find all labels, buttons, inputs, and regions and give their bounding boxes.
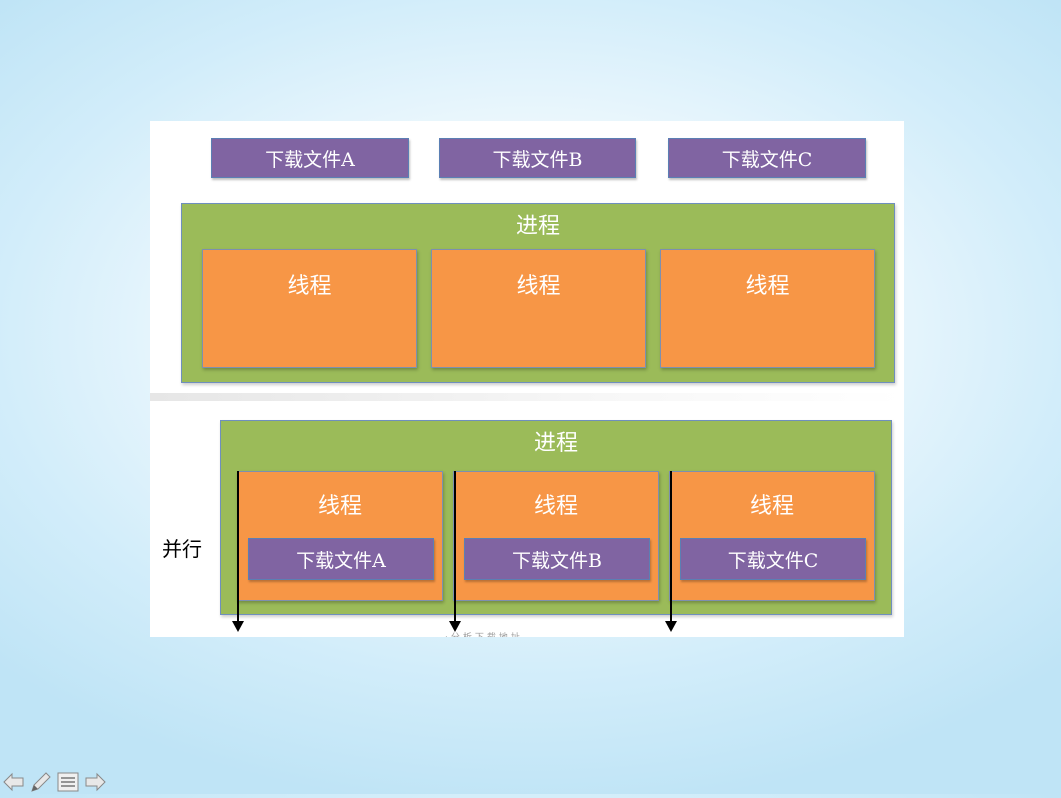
process-label-bottom: 进程 [533,431,578,456]
download-file-b-label: 下载文件B [492,148,583,171]
thread-label: 线程 [745,274,790,299]
pen-icon[interactable] [29,770,53,794]
download-file-a-label: 下载文件A [265,148,355,171]
timeline-arrow-3 [670,471,672,623]
process-box-bottom: 进程 线程 下载文件A 线程 下载文件B 线程 下载文件C [220,420,892,615]
menu-icon[interactable] [56,770,80,794]
prev-arrow-icon[interactable] [2,770,26,794]
thread-label: 线程 [749,494,794,519]
thread-box-bottom-2: 线程 下载文件B [453,471,659,601]
download-file-b-box-bottom: 下载文件B [464,538,650,580]
download-file-a-label: 下载文件A [296,549,386,572]
thread-label: 线程 [516,274,561,299]
thread-box-top-1: 线程 [202,249,417,368]
next-arrow-icon[interactable] [83,770,107,794]
thread-label: 线程 [287,274,332,299]
download-file-b-label: 下载文件B [512,549,602,572]
arrow-down-icon [449,621,461,632]
download-file-c-box: 下载文件C [668,138,866,178]
thread-label: 线程 [533,494,578,519]
download-file-a-box: 下载文件A [211,138,409,178]
section-divider [150,393,904,401]
diagram-image: 下载文件A 下载文件B 下载文件C 进程 线程 线程 线程 并行 进程 线程 下… [150,121,904,637]
timeline-arrow-2 [454,471,456,623]
process-box-top: 进程 线程 线程 线程 [181,203,895,383]
arrow-down-icon [665,621,677,632]
thread-box-top-3: 线程 [660,249,875,368]
arrow-down-icon [232,621,244,632]
download-file-a-box-bottom: 下载文件A [248,538,434,580]
slideshow-nav [2,770,107,794]
process-label-top: 进程 [515,214,560,239]
thread-box-top-2: 线程 [431,249,646,368]
timeline-arrow-1 [237,471,239,623]
parallel-label: 并行 [162,537,202,561]
download-file-b-box: 下载文件B [439,138,636,178]
download-file-c-label: 下载文件C [721,148,813,171]
thread-box-bottom-3: 线程 下载文件C [669,471,875,601]
faded-caption: ·分析下载地址 [445,630,523,637]
download-file-c-label: 下载文件C [727,549,819,572]
thread-label: 线程 [317,494,362,519]
download-file-c-box-bottom: 下载文件C [680,538,866,580]
thread-box-bottom-1: 线程 下载文件A [237,471,443,601]
